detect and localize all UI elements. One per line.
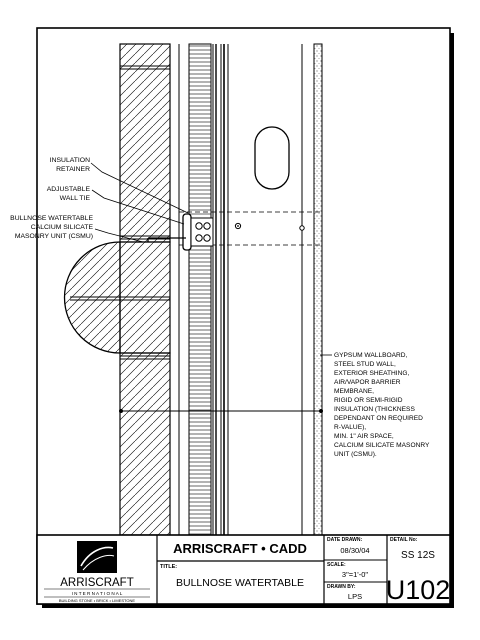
date-value: 08/30/04 [340, 546, 369, 555]
callout-line: INSULATION [50, 157, 90, 164]
wall-section-drawing [63, 43, 323, 536]
rigid-insulation [188, 43, 212, 536]
callout-insulation-retainer: INSULATION RETAINER [50, 157, 90, 173]
company-name: ARRISCRAFT • CADD [173, 541, 307, 556]
callout-line: R-VALUE), [334, 424, 366, 431]
logo-sub: I N T E R N A T I O N A L [72, 591, 123, 596]
drawn-by-label: DRAWN BY: [327, 584, 356, 590]
callout-line: BULLNOSE WATERTABLE [10, 215, 93, 222]
callout-line: WALL TIE [60, 195, 91, 202]
callout-line: RETAINER [56, 166, 90, 173]
logo-name: ARRISCRAFT [60, 577, 133, 589]
scale-value: 3"=1'-0" [342, 570, 368, 579]
callout-line: ADJUSTABLE [47, 186, 91, 193]
gypsum-wallboard [313, 43, 323, 536]
drawn-by-value: LPS [348, 592, 362, 601]
callout-line: RIGID OR SEMI-RIGID [334, 397, 403, 404]
title-value: BULLNOSE WATERTABLE [176, 577, 304, 589]
callout-line: AIR/VAPOR BARRIER [334, 379, 401, 386]
callout-line: DEPENDANT ON REQUIRED [334, 415, 423, 422]
arriscraft-logo: ARRISCRAFT I N T E R N A T I O N A L BUI… [44, 541, 150, 603]
detail-number: U102 [386, 575, 451, 605]
callout-wall-assembly: GYPSUM WALLBOARD, STEEL STUD WALL, EXTERIO… [334, 352, 430, 458]
title-block: ARRISCRAFT I N T E R N A T I O N A L BUI… [36, 534, 451, 605]
callout-line: CALCIUM SILICATE [31, 224, 94, 231]
callout-line: UNIT (CSMU). [334, 451, 377, 458]
callout-adjustable-wall-tie: ADJUSTABLE WALL TIE [47, 186, 91, 202]
callout-line: STEEL STUD WALL, [334, 361, 396, 368]
callout-line: GYPSUM WALLBOARD, [334, 352, 408, 359]
sheet-border [36, 27, 454, 608]
csmu-veneer-lower [119, 352, 171, 536]
callout-line: EXTERIOR SHEATHING, [334, 370, 410, 377]
callout-line: MASONRY UNIT (CSMU) [15, 233, 93, 240]
detail-label: DETAIL No: [390, 537, 418, 543]
title-label: TITLE: [160, 564, 177, 570]
callout-bullnose-unit: BULLNOSE WATERTABLE CALCIUM SILICATE MAS… [10, 215, 93, 240]
callout-line: INSULATION (THICKNESS [334, 406, 415, 413]
logo-tagline: BUILDING STONE • BRICK • LIMESTONE [59, 598, 136, 603]
callout-line: CALCIUM SILICATE MASONRY [334, 442, 430, 449]
adjustable-wall-tie [147, 213, 305, 251]
scale-label: SCALE: [327, 562, 346, 568]
csmu-veneer-upper [119, 43, 171, 243]
date-label: DATE DRAWN: [327, 537, 363, 543]
leader-lines [90, 162, 332, 356]
detail-sub: SS 12S [401, 550, 435, 561]
callout-line: MEMBRANE, [334, 388, 374, 395]
callout-line: MIN. 1" AIR SPACE, [334, 433, 394, 440]
stud-knockout [254, 126, 290, 190]
